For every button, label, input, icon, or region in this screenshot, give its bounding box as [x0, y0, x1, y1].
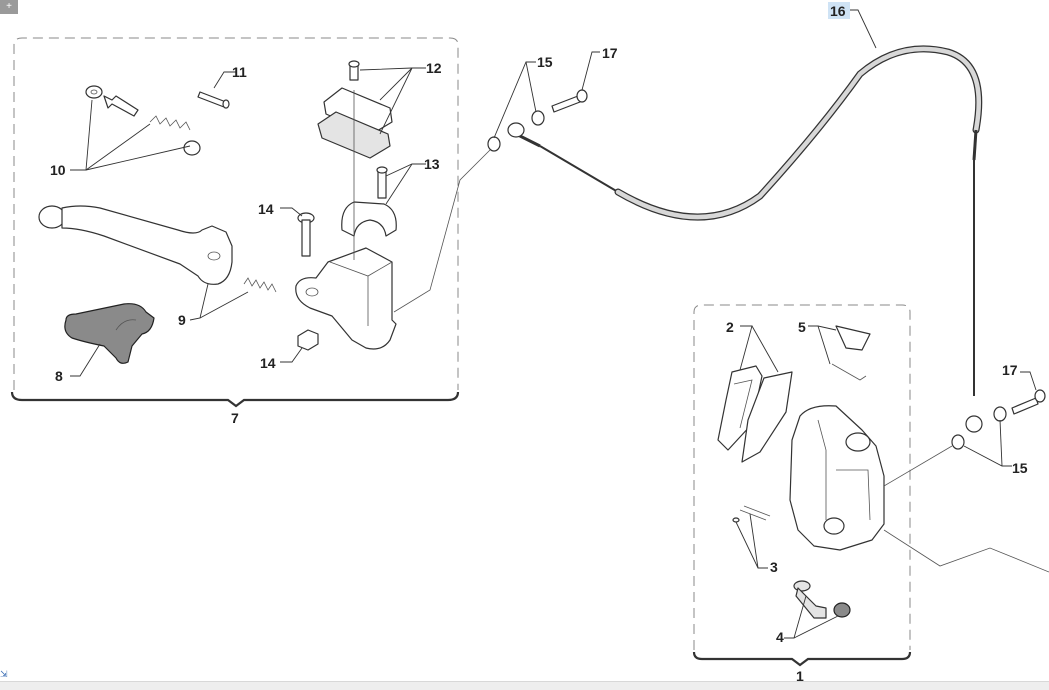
- callout-17-top[interactable]: 17: [602, 45, 618, 61]
- callout-8[interactable]: 8: [55, 368, 63, 384]
- callout-16[interactable]: 16: [830, 3, 846, 19]
- callout-16-highlight: [828, 2, 850, 19]
- caliper-bolt-part: [793, 580, 851, 619]
- callout-11[interactable]: 11: [232, 64, 247, 80]
- callout-14-lower[interactable]: 14: [260, 355, 276, 371]
- expand-corner-button[interactable]: +: [0, 0, 18, 14]
- master-cylinder-body-part: [295, 247, 397, 350]
- lever-bolt-part: [297, 212, 319, 351]
- group-frame-7: [10, 37, 460, 408]
- assembly-lines: [353, 90, 1049, 573]
- callout-10[interactable]: 10: [50, 162, 66, 178]
- small-pin-part: [197, 91, 230, 109]
- callout-15-top[interactable]: 15: [537, 54, 553, 70]
- callout-7[interactable]: 7: [231, 410, 239, 426]
- banjo-bolts-part: [551, 89, 1046, 415]
- callout-13[interactable]: 13: [424, 156, 440, 172]
- viewer-bottom-bar: [0, 681, 1049, 690]
- brake-lever-part: [38, 205, 277, 293]
- resize-corner-icon[interactable]: ⇲: [0, 669, 8, 679]
- brake-caliper-part: [789, 405, 885, 551]
- copper-washers-part: [487, 110, 1007, 450]
- caliper-pins-part: [732, 505, 771, 523]
- callout-2[interactable]: 2: [726, 319, 734, 335]
- lever-guard-part: [64, 303, 155, 364]
- pad-spring-part: [831, 325, 871, 381]
- callout-5[interactable]: 5: [798, 319, 806, 335]
- callout-1[interactable]: 1: [796, 668, 804, 684]
- pivot-pin-kit-part: [85, 85, 201, 156]
- brake-pads-part: [717, 365, 793, 463]
- leader-lines: [70, 9, 1037, 639]
- group-frame-1: [692, 304, 912, 667]
- callout-3[interactable]: 3: [770, 559, 778, 575]
- callout-15-right[interactable]: 15: [1012, 460, 1028, 476]
- callout-12[interactable]: 12: [426, 60, 442, 76]
- callout-4[interactable]: 4: [776, 629, 784, 645]
- callout-17-right[interactable]: 17: [1002, 362, 1018, 378]
- brake-hose-part: [507, 45, 983, 433]
- handlebar-clamp-part: [341, 166, 397, 237]
- callout-14-upper[interactable]: 14: [258, 201, 274, 217]
- reservoir-cap-part: [317, 60, 393, 159]
- callout-9[interactable]: 9: [178, 312, 186, 328]
